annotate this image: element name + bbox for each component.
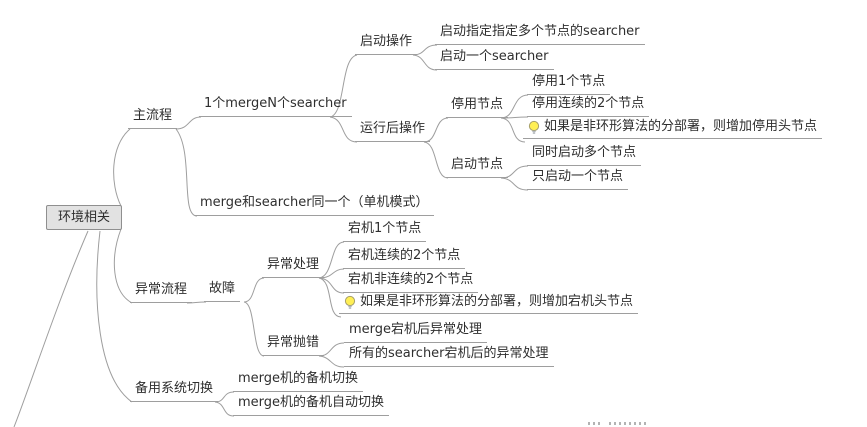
node-exception-flow[interactable]: 异常流程 — [130, 282, 193, 303]
node-startup-operations[interactable]: 启动操作 — [355, 34, 418, 55]
note-text: 如果是非环形算法的分部署，则增加停用头节点 — [544, 119, 818, 134]
lightbulb-icon — [344, 295, 356, 309]
node-two-nonconsecutive-nodes-down[interactable]: 宕机非连续的2个节点 — [343, 272, 479, 293]
node-one-merge-n-searcher[interactable]: 1个mergeN个searcher — [199, 96, 352, 117]
node-post-run-operations[interactable]: 运行后操作 — [355, 121, 431, 142]
node-fault[interactable]: 故障 — [204, 281, 241, 302]
node-exception-handling[interactable]: 异常处理 — [262, 257, 325, 278]
node-disable-node[interactable]: 停用节点 — [446, 97, 509, 118]
node-start-specified-multi-node-searcher[interactable]: 启动指定指定多个节点的searcher — [435, 24, 645, 45]
node-single-machine-mode[interactable]: merge和searcher同一个（单机模式） — [195, 195, 434, 216]
node-exception-throw[interactable]: 异常抛错 — [262, 335, 325, 356]
node-down-head-node-note[interactable]: 如果是非环形算法的分部署，则增加宕机头节点 — [339, 294, 639, 314]
node-merge-backup-switch[interactable]: merge机的备机切换 — [233, 371, 364, 392]
node-two-consecutive-nodes-down[interactable]: 宕机连续的2个节点 — [343, 248, 466, 269]
clipped-text-fragment — [588, 422, 602, 425]
clipped-text-fragment — [609, 422, 649, 425]
node-start-one-searcher[interactable]: 启动一个searcher — [435, 49, 554, 70]
node-start-node[interactable]: 启动节点 — [446, 157, 509, 178]
node-start-multiple-nodes[interactable]: 同时启动多个节点 — [527, 145, 642, 166]
lightbulb-icon — [528, 120, 540, 134]
node-disable-one-node[interactable]: 停用1个节点 — [527, 74, 611, 95]
node-merge-backup-auto-switch[interactable]: merge机的备机自动切换 — [233, 395, 390, 416]
node-start-only-one-node[interactable]: 只启动一个节点 — [527, 169, 629, 190]
node-environment-related[interactable]: 环境相关 — [46, 205, 122, 230]
node-one-node-down[interactable]: 宕机1个节点 — [343, 221, 427, 242]
note-text: 如果是非环形算法的分部署，则增加宕机头节点 — [360, 294, 634, 309]
node-disable-two-consecutive-nodes[interactable]: 停用连续的2个节点 — [527, 96, 650, 117]
node-main-flow[interactable]: 主流程 — [128, 108, 178, 129]
node-all-searchers-down-handling[interactable]: 所有的searcher宕机后的异常处理 — [344, 346, 554, 367]
node-disable-head-node-note[interactable]: 如果是非环形算法的分部署，则增加停用头节点 — [523, 119, 823, 139]
node-backup-system-switch[interactable]: 备用系统切换 — [130, 381, 219, 402]
node-merge-down-handling[interactable]: merge宕机后异常处理 — [344, 322, 488, 343]
